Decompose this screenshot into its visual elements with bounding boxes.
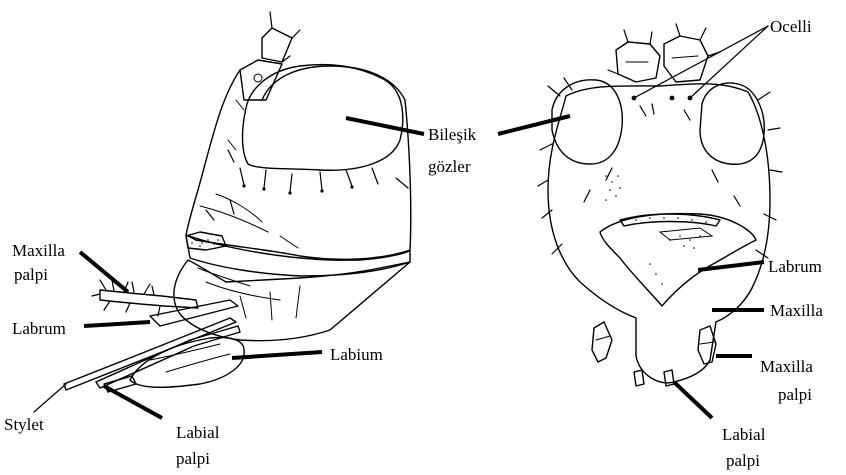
antenna-socket [254, 74, 262, 82]
ocellus-mid [670, 96, 675, 101]
lateral-head-drawing [64, 12, 411, 392]
antenna-segment-top [262, 28, 292, 62]
label-maxilla-palpi-right-1: Maxilla [760, 356, 813, 377]
maxilla-palp-right [698, 326, 716, 364]
label-ocelli: Ocelli [770, 16, 812, 37]
label-maxilla-right: Maxilla [770, 300, 823, 321]
antenna-base-right [664, 36, 708, 82]
label-labial-palpi-left-2: palpi [176, 448, 210, 469]
labial-palp-right [664, 370, 674, 386]
label-labial-palpi-right-1: Labial [722, 424, 765, 445]
labium-lateral [130, 338, 244, 388]
head-capsule-frontal [548, 84, 770, 383]
maxilla-palp-left [592, 322, 612, 362]
label-maxilla-palpi-right-2: palpi [778, 384, 812, 405]
label-labrum-left: Labrum [12, 318, 66, 339]
label-labial-palpi-right-2: palpi [726, 450, 760, 471]
labial-palp-left [634, 370, 644, 386]
labrum-lateral [150, 300, 238, 326]
maxilla-palpi-lateral [100, 290, 198, 308]
compound-eye-right [700, 83, 764, 164]
frontal-head-drawing [538, 24, 782, 386]
label-bilesik-line1: Bileşik [428, 124, 476, 145]
labrum-frontal [600, 214, 756, 306]
label-stylet: Stylet [4, 414, 44, 435]
label-maxilla-palpi-left-2: palpi [14, 264, 48, 285]
compound-eye-lateral [243, 65, 403, 171]
label-bilesik-line2: gözler [428, 156, 470, 177]
label-maxilla-palpi-left-1: Maxilla [12, 240, 65, 261]
label-labium: Labium [330, 344, 383, 365]
compound-eye-left [552, 80, 622, 164]
stylet-lateral [64, 318, 236, 390]
label-labial-palpi-left-1: Labial [176, 422, 219, 443]
label-labrum-right: Labrum [768, 256, 822, 277]
